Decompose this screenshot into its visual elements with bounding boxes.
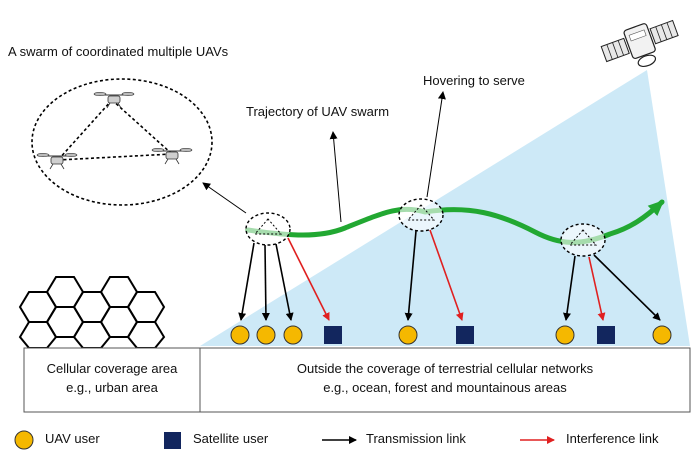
hovering-pointer-arrow <box>426 91 446 198</box>
legend-uav-user-icon <box>14 430 34 450</box>
cellular-region-text: Cellular coverage area e.g., urban area <box>24 360 200 398</box>
legend-interference-label: Interference link <box>566 431 659 446</box>
uav-users <box>230 325 672 345</box>
legend-transmission-label: Transmission link <box>366 431 466 446</box>
trajectory-path <box>245 199 665 245</box>
zoom-pointer-arrow <box>202 182 247 214</box>
transmission-links <box>238 230 661 321</box>
uav-icon <box>93 92 135 109</box>
uav-swarm-3 <box>560 223 606 257</box>
hovering-label: Hovering to serve <box>423 73 525 88</box>
outside-region-box <box>199 347 691 413</box>
swarm-links <box>57 99 173 161</box>
legend-satellite-user-label: Satellite user <box>193 431 269 446</box>
cellular-region-box <box>23 347 201 413</box>
uav-swarm-1 <box>245 212 291 246</box>
uav-swarm-2 <box>398 198 444 232</box>
satellite-users <box>324 326 615 344</box>
cellular-region-example: e.g., urban area <box>66 379 158 395</box>
uav-icon <box>151 148 193 165</box>
legend-satellite-user-icon <box>164 432 181 449</box>
uav-icon <box>36 153 78 170</box>
outside-region-text: Outside the coverage of terrestrial cell… <box>200 360 690 398</box>
cellular-region-title: Cellular coverage area <box>46 361 178 376</box>
trajectory-pointer-arrow <box>329 131 342 223</box>
legend-uav-user-label: UAV user <box>45 431 100 446</box>
swarm-zoom-ellipse <box>31 78 213 206</box>
trajectory-label: Trajectory of UAV swarm <box>246 104 390 119</box>
outside-region-example: e.g., ocean, forest and mountainous area… <box>323 379 567 395</box>
satellite-icon <box>600 19 679 68</box>
swarm-label: A swarm of coordinated multiple UAVs <box>8 44 229 59</box>
interference-links <box>287 229 606 321</box>
outside-region-title: Outside the coverage of terrestrial cell… <box>296 361 594 376</box>
hexagon-cell-icon <box>18 276 166 349</box>
